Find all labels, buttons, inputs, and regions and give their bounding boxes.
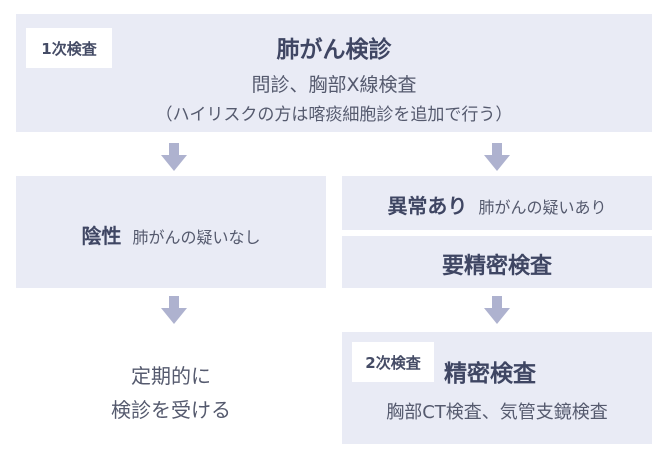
down-arrow-icon xyxy=(484,296,510,324)
abnormal-result-text: 異常あり 肺がんの疑いあり xyxy=(342,190,652,219)
regular-screening-line1: 定期的に xyxy=(131,364,211,388)
detailed-exam-required-box: 要精密検査 xyxy=(342,236,652,288)
screening-methods: 問診、胸部X線検査 xyxy=(251,74,417,96)
negative-result-text: 陰性 肺がんの疑いなし xyxy=(16,220,326,249)
regular-screening-line2: 検診を受ける xyxy=(111,398,231,422)
detailed-exam-required-label: 要精密検査 xyxy=(441,254,552,279)
abnormal-result-box: 異常あり 肺がんの疑いあり xyxy=(342,176,652,230)
detailed-exam-title: 精密検査 xyxy=(444,361,536,387)
primary-screening-box: 1次検査 肺がん検診 問診、胸部X線検査 （ハイリスクの方は喀痰細胞診を追加で行… xyxy=(16,14,652,132)
down-arrow-icon xyxy=(161,143,187,171)
detailed-exam-methods: 胸部CT検査、気管支鏡検査 xyxy=(386,402,608,423)
negative-label: 陰性 xyxy=(81,224,122,248)
primary-exam-tag: 1次検査 xyxy=(26,28,112,68)
secondary-exam-box: 2次検査 精密検査 胸部CT検査、気管支鏡検査 xyxy=(342,332,652,444)
negative-result-box: 陰性 肺がんの疑いなし xyxy=(16,176,326,288)
down-arrow-icon xyxy=(161,296,187,324)
negative-description: 肺がんの疑いなし xyxy=(132,228,261,247)
abnormal-description: 肺がんの疑いあり xyxy=(478,198,607,217)
down-arrow-icon xyxy=(484,143,510,171)
secondary-exam-tag: 2次検査 xyxy=(352,342,434,382)
abnormal-label: 異常あり xyxy=(387,194,468,218)
screening-title: 肺がん検診 xyxy=(276,37,392,63)
high-risk-note: （ハイリスクの方は喀痰細胞診を追加で行う） xyxy=(155,105,513,125)
